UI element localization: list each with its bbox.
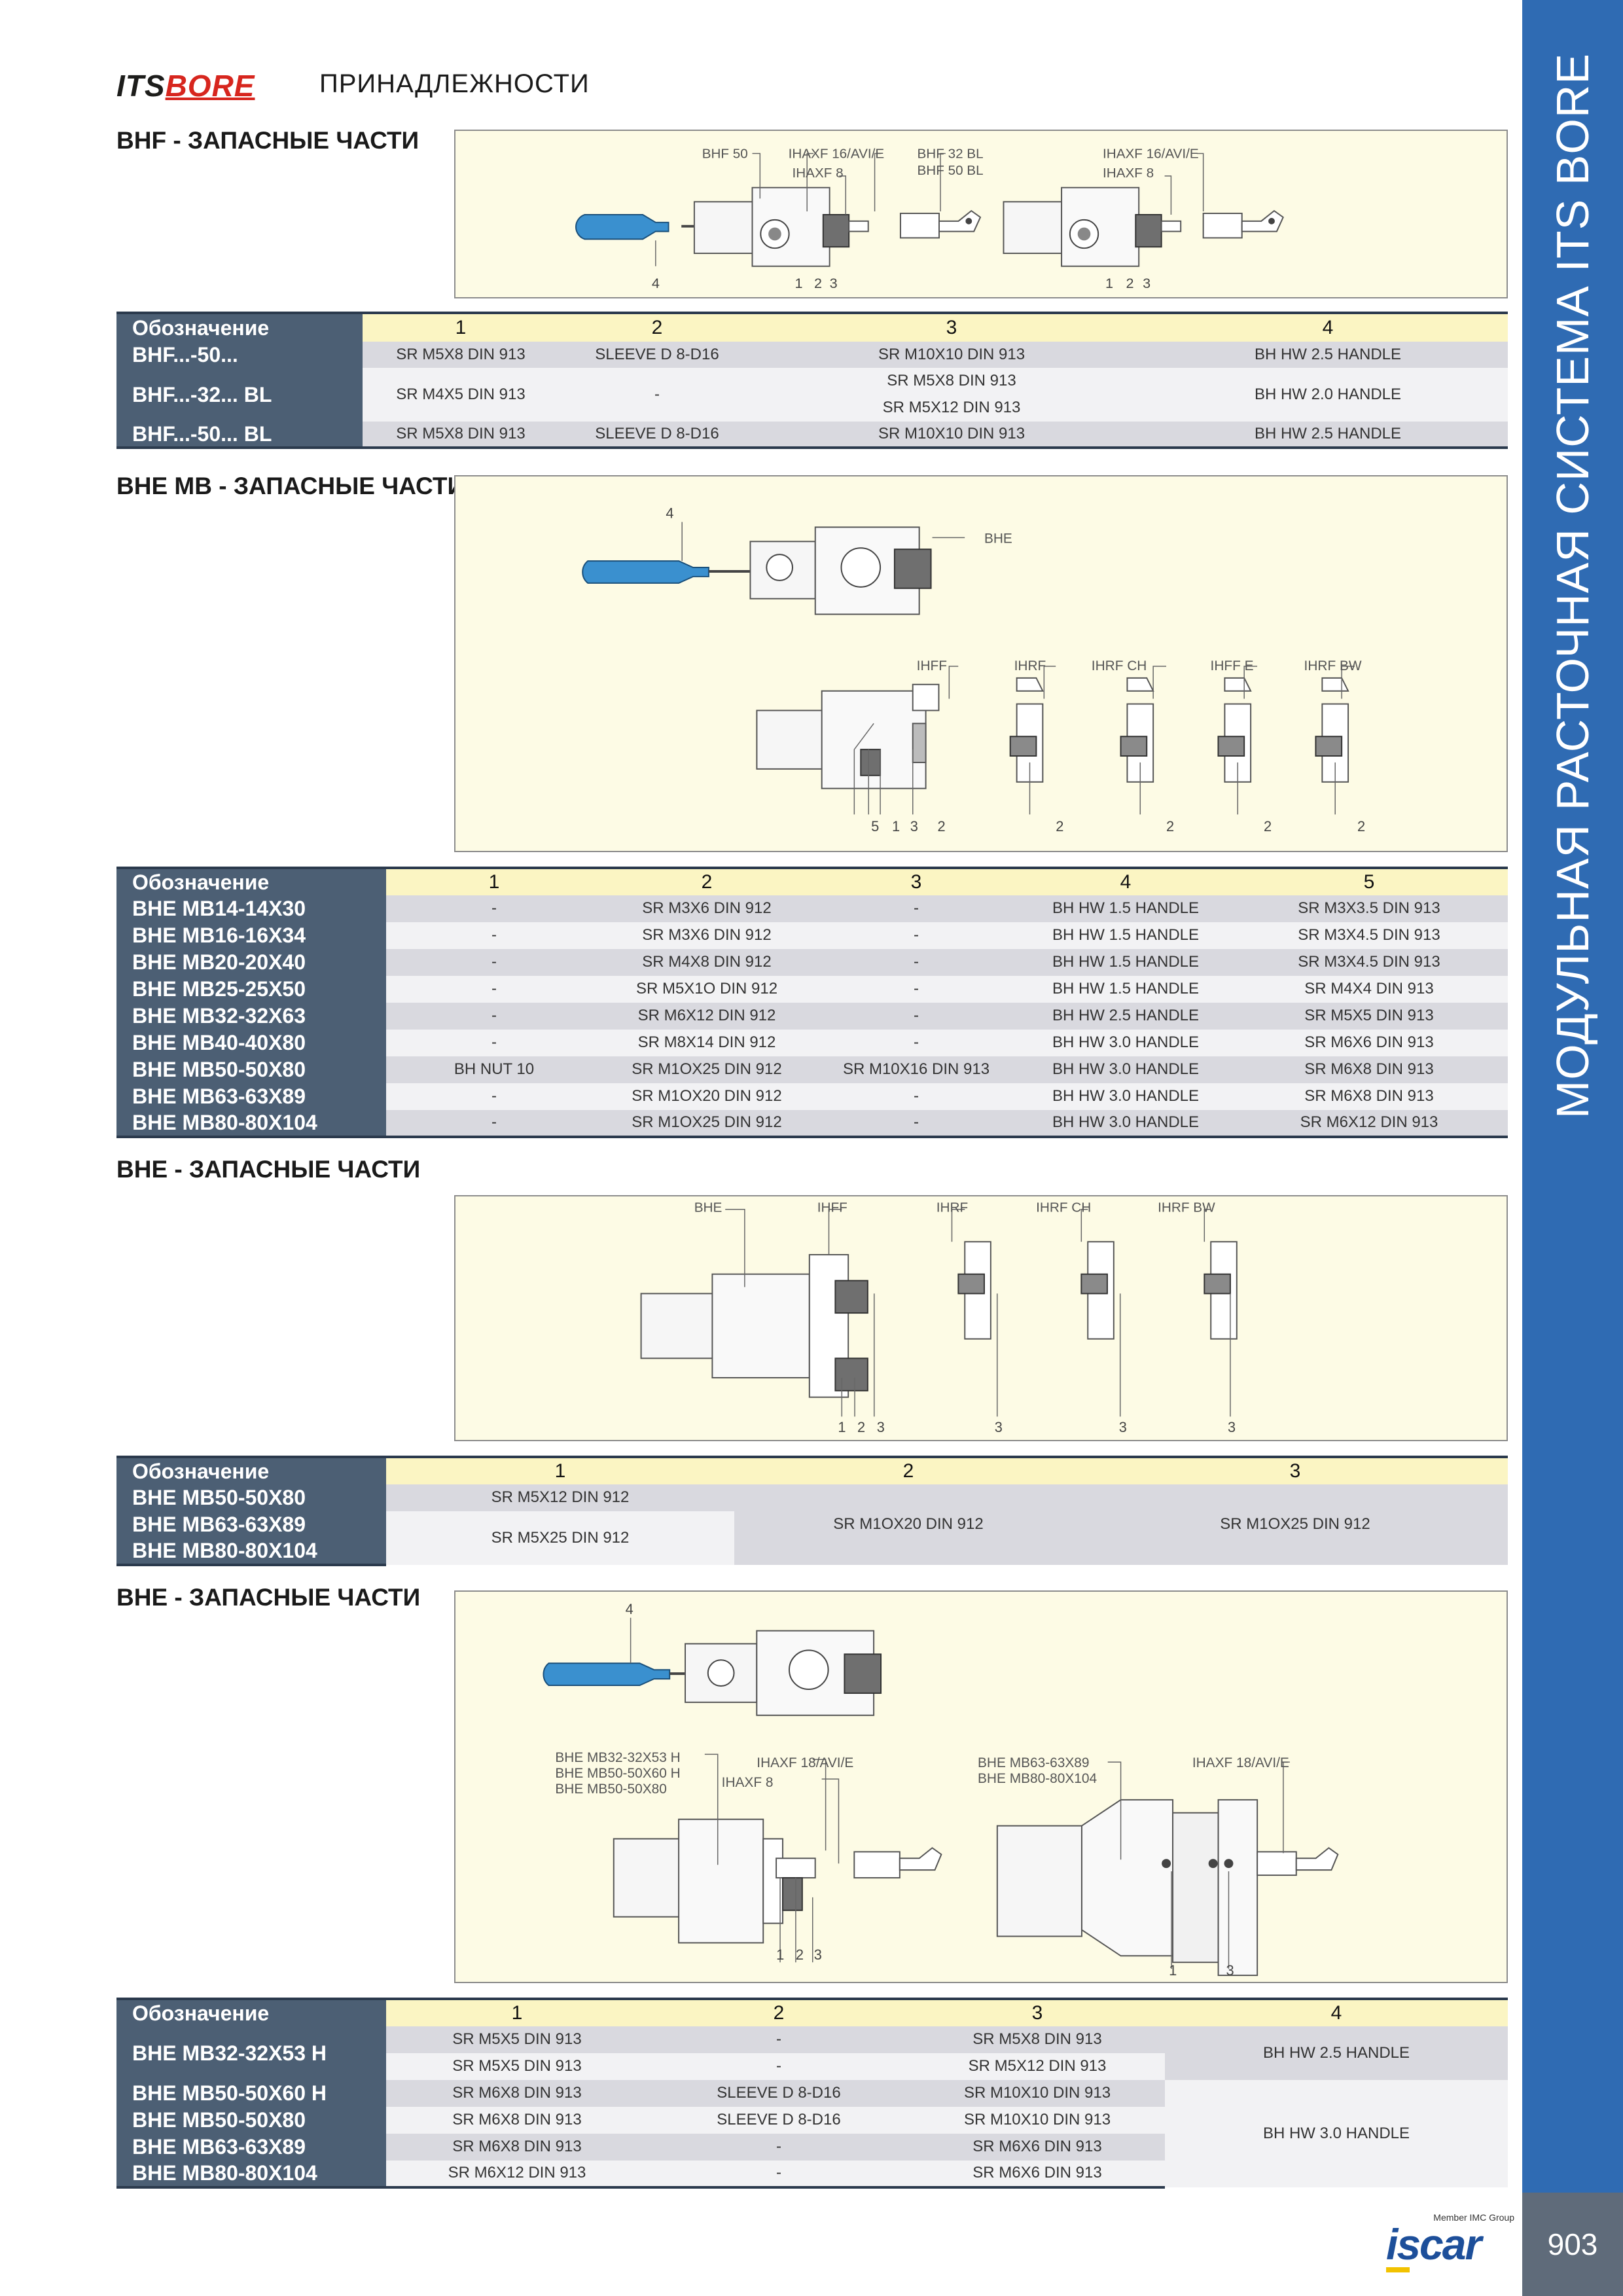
col-3: 3 xyxy=(755,312,1148,342)
callout-1: 1 xyxy=(838,1419,846,1435)
table-row: BHE MB63-63X89-SR M1OX20 DIN 912-BH HW 3… xyxy=(116,1083,1508,1110)
label-ihaxf8: IHAXF 8 xyxy=(722,1775,774,1790)
bhe-2-spare-parts-table: Обозначение 1 2 3 4 BHE MB32-32X53 H SR … xyxy=(116,1998,1508,2189)
label-bhe: BHE xyxy=(984,531,1012,546)
label-bhf32bl: BHF 32 BL xyxy=(918,146,984,161)
itsbore-logo: ITSBORE xyxy=(116,69,255,103)
label-ihaxf8: IHAXF 8 xyxy=(793,166,844,181)
label-ihaxf18b: IHAXF 18/AVI/E xyxy=(1192,1755,1289,1770)
section-title-bhf: BHF - ЗАПАСНЫЕ ЧАСТИ xyxy=(116,127,419,154)
callout-1: 1 xyxy=(892,818,900,834)
section-title-bhe-mb: BHE MB - ЗАПАСНЫЕ ЧАСТИ xyxy=(116,473,465,499)
callout-4: 4 xyxy=(666,505,673,522)
callout-1: 1 xyxy=(1169,1962,1177,1979)
table-row: BHE MB63-63X89 SR M6X8 DIN 913 - SR M6X6… xyxy=(116,2134,1508,2161)
table-row: BHE MB80-80X104 SR M6X12 DIN 913 - SR M6… xyxy=(116,2161,1508,2189)
callout-1: 1 xyxy=(776,1946,784,1963)
callout-2b: 2 xyxy=(1126,275,1134,291)
callout-3: 3 xyxy=(814,1946,822,1963)
label-bhe: BHE xyxy=(694,1200,722,1215)
bhe-mb-spare-parts-table: Обозначение 1 2 3 4 5 BHE MB14-14X30-SR … xyxy=(116,867,1508,1138)
callout-2: 2 xyxy=(1357,818,1365,834)
callout-3: 3 xyxy=(830,275,838,291)
table-row: BHE MB32-32X63-SR M6X12 DIN 912-BH HW 2.… xyxy=(116,1003,1508,1030)
iscar-logo: Member IMC Group iscar xyxy=(1386,2212,1517,2272)
table-row: SR M5X12 DIN 913 xyxy=(116,395,1508,422)
page-number: 903 xyxy=(1522,2193,1623,2296)
table-row: BHF...-32... BL SR M4X5 DIN 913 - SR M5X… xyxy=(116,368,1508,422)
label-ihrf-bw: IHRF BW xyxy=(1304,658,1362,673)
table-row: BHE MB80-80X104-SR M1OX25 DIN 912-BH HW … xyxy=(116,1110,1508,1138)
callout-1b: 1 xyxy=(1105,275,1113,291)
label-ihaxf8b: IHAXF 8 xyxy=(1103,166,1154,181)
label-ihff-e: IHFF E xyxy=(1211,658,1254,673)
bhe-spare-parts-table: Обозначение 1 2 3 BHE MB50-50X80 SR M5X1… xyxy=(116,1456,1508,1566)
col-2: 2 xyxy=(559,312,755,342)
label-bhf50bl: BHF 50 BL xyxy=(918,163,984,178)
page-header-title: ПРИНАДЛЕЖНОСТИ xyxy=(319,69,590,98)
label-ihrf-ch: IHRF CH xyxy=(1092,658,1147,673)
callout-3b: 3 xyxy=(1143,275,1150,291)
label-ihrf: IHRF xyxy=(1014,658,1046,673)
callout-3: 3 xyxy=(877,1419,885,1435)
table-row: BHF...-50... SR M5X8 DIN 913 SLEEVE D 8-… xyxy=(116,342,1508,368)
table-row: BHE MB32-32X53 H SR M5X5 DIN 913 - SR M5… xyxy=(116,2026,1508,2080)
table-row: BHE MB16-16X34-SR M3X6 DIN 912-BH HW 1.5… xyxy=(116,922,1508,949)
table-row: BHE MB50-50X80 SR M6X8 DIN 913 SLEEVE D … xyxy=(116,2107,1508,2134)
callout-2: 2 xyxy=(1166,818,1174,834)
col-4: 4 xyxy=(1148,312,1508,342)
callout-2: 2 xyxy=(1056,818,1063,834)
callout-2: 2 xyxy=(937,818,945,834)
table-row: BHE MB50-50X60 H SR M6X8 DIN 913 SLEEVE … xyxy=(116,2080,1508,2187)
col-1: 1 xyxy=(363,312,559,342)
label-ihrf-ch: IHRF CH xyxy=(1036,1200,1091,1215)
callout-3: 3 xyxy=(1228,1419,1236,1435)
table-row: BHE MB80-80X104 xyxy=(116,1538,1508,1566)
callout-3: 3 xyxy=(1226,1962,1234,1979)
label-ihff: IHFF xyxy=(817,1200,847,1215)
table-row: BHE MB50-50X80 SR M5X12 DIN 912 SR M1OX2… xyxy=(116,1484,1508,1565)
label-bhe-mb50-h: BHE MB50-50X60 H xyxy=(555,1766,680,1781)
label-ihrf: IHRF xyxy=(936,1200,968,1215)
table-row: BHE MB20-20X40-SR M4X8 DIN 912-BH HW 1.5… xyxy=(116,949,1508,976)
callout-2: 2 xyxy=(857,1419,865,1435)
label-bhf50: BHF 50 xyxy=(702,146,748,161)
section-title-bhe: BHE - ЗАПАСНЫЕ ЧАСТИ xyxy=(116,1156,421,1183)
label-bhe-mb63: BHE MB63-63X89 xyxy=(978,1755,1089,1770)
section-title-bhe-2: BHE - ЗАПАСНЫЕ ЧАСТИ xyxy=(116,1584,421,1611)
bhf-drawing: BHF 50 IHAXF 16/AVI/E IHAXF 8 BHF 32 BL … xyxy=(454,130,1508,298)
callout-2: 2 xyxy=(1264,818,1272,834)
bhe-drawing: BHE IHFF IHRF IHRF CH IHRF BW 1 2 3 3 3 … xyxy=(454,1195,1508,1441)
callout-4: 4 xyxy=(626,1601,633,1617)
callout-2: 2 xyxy=(814,275,822,291)
table-row: BHE MB25-25X50-SR M5X1O DIN 912-BH HW 1.… xyxy=(116,976,1508,1003)
callout-3: 3 xyxy=(1119,1419,1127,1435)
callout-5: 5 xyxy=(871,818,879,834)
table-row: BHE MB63-63X89 SR M5X25 DIN 912 xyxy=(116,1511,1508,1565)
table-row: BHE MB14-14X30-SR M3X6 DIN 912-BH HW 1.5… xyxy=(116,895,1508,922)
label-ihff: IHFF xyxy=(917,658,947,673)
label-bhe-mb32-h: BHE MB32-32X53 H xyxy=(555,1750,680,1765)
bhf-spare-parts-table: Обозначение 1 2 3 4 BHF...-50... SR M5X8… xyxy=(116,312,1508,450)
callout-3: 3 xyxy=(995,1419,1003,1435)
label-ihaxf16: IHAXF 16/AVI/E xyxy=(789,146,885,161)
callout-2: 2 xyxy=(796,1946,804,1963)
col-designation: Обозначение xyxy=(116,312,363,342)
callout-1: 1 xyxy=(794,275,802,291)
label-ihrf-bw: IHRF BW xyxy=(1158,1200,1215,1215)
callout-3: 3 xyxy=(910,818,918,834)
table-row: SR M5X5 DIN 913 - SR M5X12 DIN 913 xyxy=(116,2053,1508,2080)
label-ihaxf16b: IHAXF 16/AVI/E xyxy=(1103,146,1199,161)
label-bhe-mb50: BHE MB50-50X80 xyxy=(555,1782,666,1797)
side-band xyxy=(1522,0,1623,2193)
label-bhe-mb80: BHE MB80-80X104 xyxy=(978,1771,1097,1786)
bhe-mb-drawing: 4 BHE IHFF IHRF IHRF CH IHFF E IHRF BW 5… xyxy=(454,475,1508,852)
table-row: BHE MB40-40X80-SR M8X14 DIN 912-BH HW 3.… xyxy=(116,1030,1508,1056)
bhe-2-drawing: 4 BHE MB32-32X53 H BHE MB50-50X60 H BHE … xyxy=(454,1590,1508,1983)
label-ihaxf18: IHAXF 18/AVI/E xyxy=(757,1755,853,1770)
table-row: BHF...-50... BL SR M5X8 DIN 913 SLEEVE D… xyxy=(116,422,1508,450)
side-band-title: МОДУЛЬНАЯ РАСТОЧНАЯ СИСТЕМА ITS BORE xyxy=(1547,52,1598,1119)
callout-4: 4 xyxy=(652,275,660,291)
